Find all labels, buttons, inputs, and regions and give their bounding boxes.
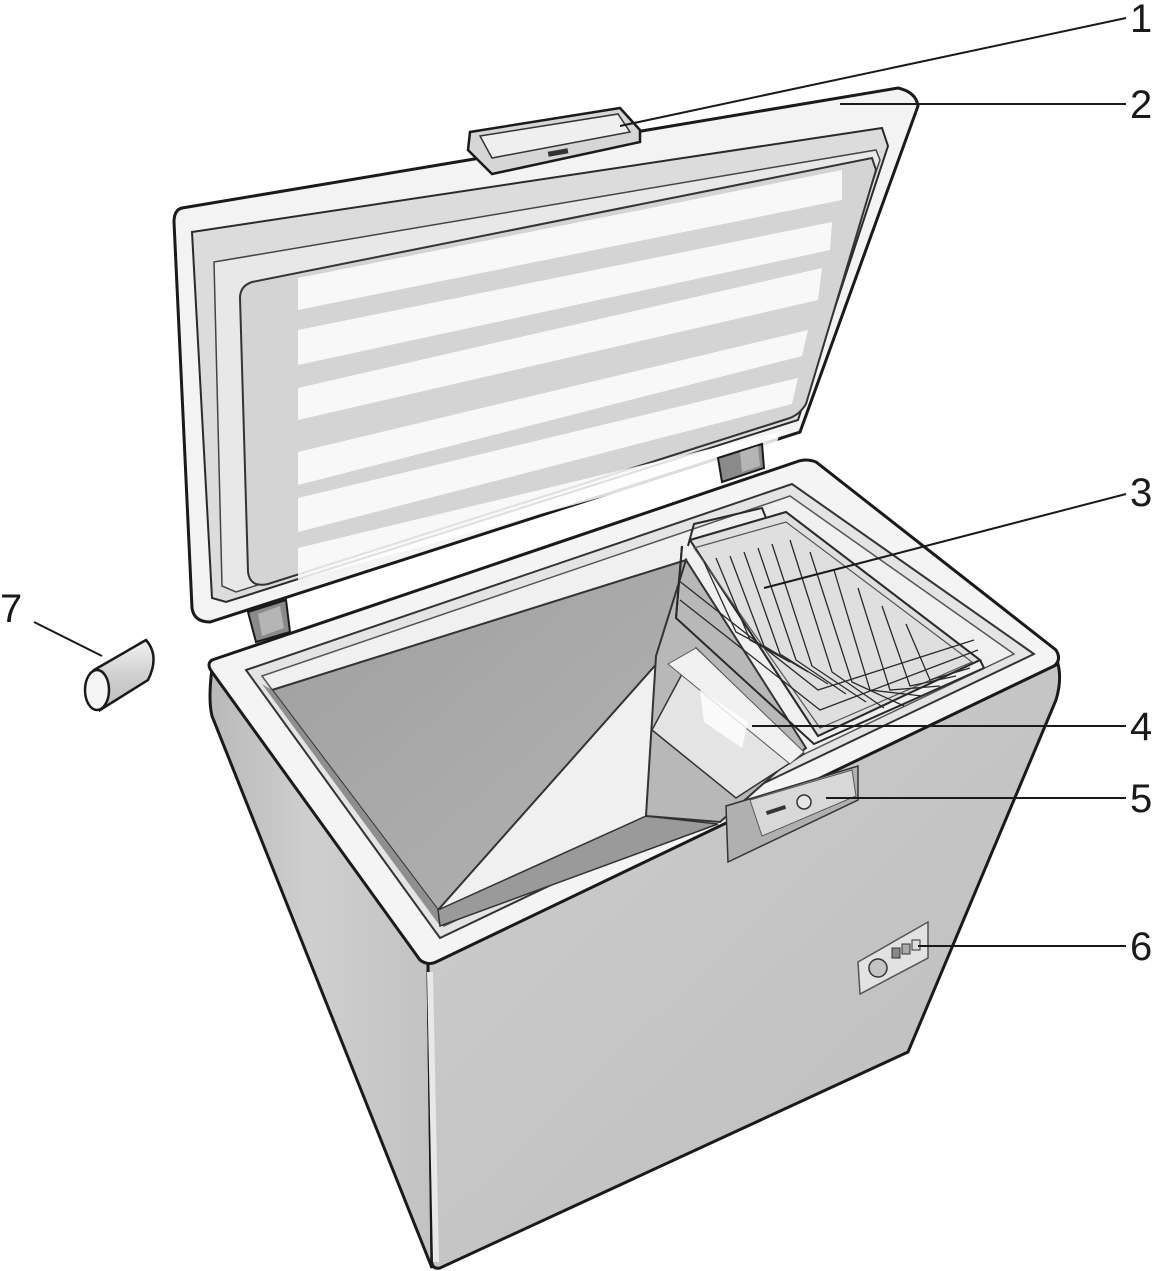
- callout-6: 6: [1130, 925, 1152, 969]
- callout-7: 7: [0, 587, 22, 631]
- callout-2: 2: [1130, 83, 1152, 127]
- callout-4: 4: [1130, 705, 1152, 749]
- callout-5: 5: [1130, 777, 1152, 821]
- freezer-cavity: [262, 557, 808, 928]
- leader-lines: [33, 17, 1127, 947]
- leader-line-1: [619, 17, 1127, 127]
- hinge-left: [246, 598, 292, 644]
- leader-line-7: [33, 621, 103, 657]
- hinge-right: [716, 442, 766, 484]
- wire-basket[interactable]: [674, 506, 985, 746]
- indicator-light-panel: [725, 764, 859, 864]
- callout-labels: 1 2 3 4 5 6 7: [0, 0, 1152, 969]
- leader-line-3: [763, 493, 1127, 589]
- cabinet-front: [426, 661, 1062, 1270]
- callout-1: 1: [1130, 0, 1152, 41]
- cabinet-left-side: [208, 664, 434, 1269]
- lid-handle[interactable]: [466, 106, 642, 176]
- control-plate: [857, 920, 929, 996]
- lid: [172, 86, 920, 624]
- lid-reflection-stripes: [298, 170, 842, 580]
- drain-plug-accessory: [83, 638, 155, 713]
- callout-3: 3: [1130, 471, 1152, 515]
